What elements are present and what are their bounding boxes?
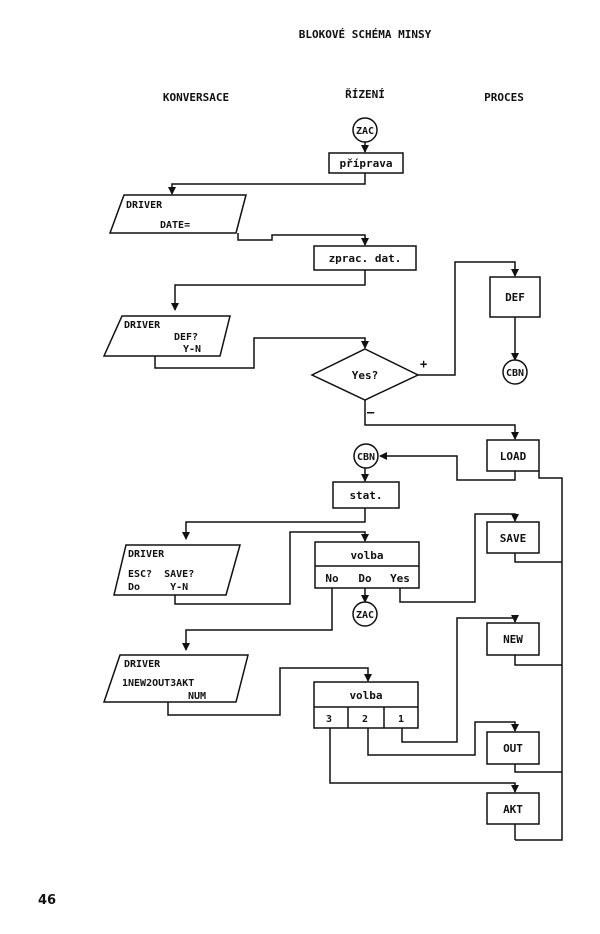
akt-label: AKT [503,803,523,816]
priprava-label: příprava [340,157,393,170]
out-box: OUT [486,731,540,765]
volba-1-option-do: Do [358,572,372,585]
driver-4-line1: 1NEW2OUT3AKT [122,678,194,689]
cbn-center-label: CBN [357,452,375,463]
new-label: NEW [503,633,523,646]
volba-1-option-yes: Yes [390,572,410,585]
new-box: NEW [486,622,540,656]
zac-connector-bottom: ZAC [352,601,378,627]
zprac-dat-label: zprac. dat. [329,252,402,265]
volba-2-title: volba [349,689,382,702]
save-box: SAVE [486,521,540,554]
save-label: SAVE [500,532,527,545]
yes-decision-diamond: Yes? + – [310,348,427,419]
cbn-connector-right: CBN [502,359,528,385]
driver-3-title: DRIVER [128,549,165,560]
zac-connector-top: ZAC [352,117,378,143]
driver-num-parallelogram: DRIVER 1NEW2OUT3AKT NUM [102,654,249,703]
zac-top-label: ZAC [356,126,374,137]
priprava-box: příprava [328,152,404,174]
out-label: OUT [503,742,523,755]
cbn-connector-center: CBN [353,443,379,469]
driver-1-line1: DATE= [160,220,190,231]
volba-2-option-3: 3 [326,714,332,725]
def-box: DEF [489,276,541,318]
driver-2-line1: DEF? [174,332,198,343]
decision-plus-label: + [420,357,427,371]
driver-save-parallelogram: DRIVER ESC? SAVE? Do Y-N [113,544,241,596]
volba-selector-1: volba No Do Yes [314,541,420,589]
zac-bottom-label: ZAC [356,610,374,621]
driver-3-line1: ESC? SAVE? [128,569,194,580]
decision-label: Yes? [352,369,379,382]
akt-box: AKT [486,792,540,825]
driver-1-title: DRIVER [126,200,163,211]
decision-minus-label: – [367,405,375,419]
load-label: LOAD [500,450,527,463]
column-header-rizeni: ŘÍZENÍ [345,88,385,101]
diagram-title: BLOKOVÉ SCHÉMA MINSY [299,28,432,41]
driver-def-parallelogram: DRIVER DEF? Y-N [102,315,231,357]
volba-1-title: volba [350,549,383,562]
page-number: 46 [38,893,56,908]
volba-1-option-no: No [325,572,339,585]
driver-2-line2: Y-N [183,344,201,355]
driver-date-parallelogram: DRIVER DATE= [108,194,247,234]
column-header-konversace: KONVERSACE [163,91,229,104]
driver-4-line2: NUM [188,691,206,702]
zprac-dat-box: zprac. dat. [313,245,417,271]
volba-2-option-1: 1 [398,714,404,725]
connector-lines [154,142,563,841]
load-box: LOAD [486,439,540,472]
stat-label: stat. [349,489,382,502]
def-label: DEF [505,291,525,304]
volba-2-option-2: 2 [362,714,368,725]
driver-4-title: DRIVER [124,659,161,670]
column-header-proces: PROCES [484,91,524,104]
driver-2-title: DRIVER [124,320,161,331]
volba-selector-2: volba 3 2 1 [313,681,419,729]
cbn-right-label: CBN [506,368,524,379]
driver-3-line2: Do Y-N [128,582,188,593]
stat-box: stat. [332,481,400,509]
